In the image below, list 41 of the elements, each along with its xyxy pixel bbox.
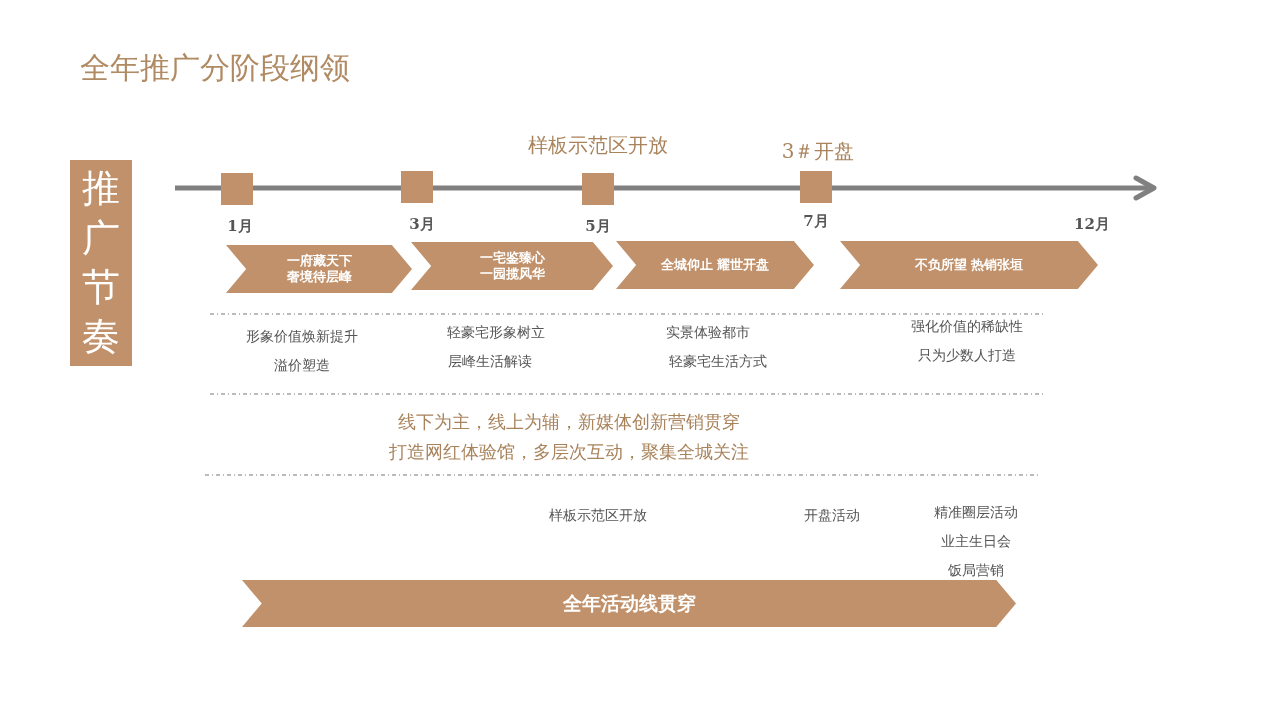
body-text: 轻豪宅形象树立 xyxy=(447,324,545,342)
body-text: 层峰生活解读 xyxy=(448,353,532,371)
phase-banner xyxy=(616,241,814,289)
body-text: 强化价值的稀缺性 xyxy=(911,318,1023,336)
phase-banner xyxy=(840,241,1098,289)
milestone-label: 3＃开盘 xyxy=(781,138,855,165)
strategy-text: 打造网红体验馆，多层次互动，聚集全城关注 xyxy=(389,440,749,464)
banner-label: 全年活动线贯穿 xyxy=(562,591,696,616)
phase-banner xyxy=(411,242,613,290)
body-text: 只为少数人打造 xyxy=(918,347,1016,365)
phase-banner xyxy=(226,245,412,293)
banner-label: 一园揽风华 xyxy=(479,266,545,283)
month-label: 1月 xyxy=(227,217,253,236)
milestone-label: 样板示范区开放 xyxy=(528,132,668,159)
month-label: 7月 xyxy=(803,212,829,231)
banner-label: 奢境待层峰 xyxy=(286,269,352,286)
body-text: 实景体验都市 xyxy=(666,324,750,342)
banner-label: 一宅鉴臻心 xyxy=(479,249,545,266)
body-text: 轻豪宅生活方式 xyxy=(669,353,767,371)
banner-label: 不负所望 热销张垣 xyxy=(914,256,1024,274)
activity-text: 饭局营销 xyxy=(948,562,1004,580)
strategy-text: 线下为主，线上为辅，新媒体创新营销贯穿 xyxy=(398,410,740,434)
activity-banner xyxy=(242,580,1016,627)
section-label: 推广节奏 xyxy=(82,165,120,361)
activity-text: 精准圈层活动 xyxy=(934,504,1018,522)
body-text: 形象价值焕新提升 xyxy=(246,328,358,346)
banner-label: 全城仰止 耀世开盘 xyxy=(660,256,770,274)
banner-label: 一府藏天下 xyxy=(286,252,352,269)
vertical-box xyxy=(70,160,132,366)
activity-text: 开盘活动 xyxy=(804,507,860,525)
activity-text: 样板示范区开放 xyxy=(549,507,647,525)
title: 全年推广分阶段纲领 xyxy=(80,49,350,87)
milestone-square xyxy=(221,173,253,205)
milestone-square xyxy=(800,171,832,203)
milestone-square xyxy=(582,173,614,205)
body-text: 溢价塑造 xyxy=(274,357,330,375)
month-label: 5月 xyxy=(585,217,611,236)
month-label: 3月 xyxy=(409,215,435,234)
month-label: 12月 xyxy=(1074,215,1110,234)
activity-text: 业主生日会 xyxy=(941,533,1011,551)
milestone-square xyxy=(401,171,433,203)
